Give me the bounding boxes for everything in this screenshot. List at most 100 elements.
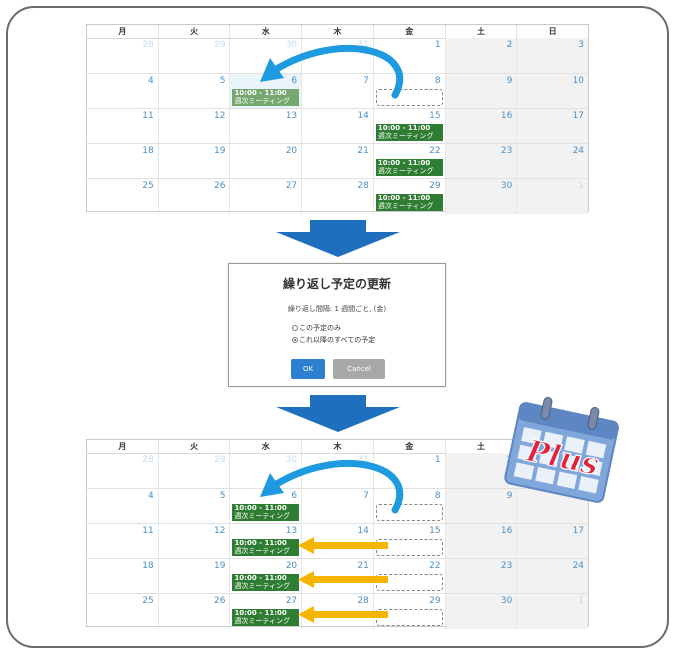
day-cell[interactable]: 25	[87, 594, 158, 629]
day-cell[interactable]: 26	[157, 594, 230, 629]
day-cell[interactable]: 8	[372, 74, 445, 109]
down-arrow-icon	[276, 220, 400, 257]
day-cell[interactable]: 29	[157, 38, 230, 73]
day-cell[interactable]: 4	[87, 74, 158, 109]
day-number: 29	[429, 181, 441, 191]
radio-unchecked-icon[interactable]	[292, 325, 298, 331]
day-number: 8	[434, 491, 441, 501]
day-cell[interactable]: 2	[444, 38, 517, 73]
day-cell[interactable]: 17	[516, 524, 589, 559]
orange-arrow-head	[298, 571, 314, 588]
day-cell[interactable]: 24	[516, 144, 589, 179]
day-cell[interactable]: 18	[87, 559, 158, 594]
day-cell[interactable]: 19	[157, 559, 230, 594]
day-cell[interactable]: 1	[516, 594, 589, 629]
day-cell[interactable]: 25	[87, 179, 158, 214]
day-cell[interactable]: 28	[301, 594, 373, 629]
day-cell[interactable]: 30	[229, 453, 301, 488]
day-cell[interactable]: 4	[87, 489, 158, 524]
day-cell[interactable]: 28	[87, 38, 158, 73]
day-number: 20	[285, 146, 298, 156]
weekday-thu: 木	[301, 440, 373, 453]
day-cell[interactable]: 11	[87, 524, 158, 559]
day-number: 6	[291, 76, 298, 86]
day-cell[interactable]: 23	[444, 144, 517, 179]
day-cell[interactable]: 20	[229, 144, 301, 179]
day-cell[interactable]: 29	[157, 453, 230, 488]
day-cell[interactable]: 24	[516, 559, 589, 594]
event-title: 週次ミーティング	[234, 582, 291, 590]
day-cell[interactable]: 26	[157, 179, 230, 214]
day-cell[interactable]: 17	[516, 109, 589, 144]
option-this-label: この予定のみ	[299, 324, 341, 332]
day-cell[interactable]: 1	[372, 38, 445, 73]
ok-button[interactable]: OK	[291, 359, 325, 379]
day-cell[interactable]: 30	[444, 179, 517, 214]
event-time: 10:00 - 11:00	[377, 124, 431, 132]
day-number: 7	[363, 491, 369, 501]
day-cell[interactable]: 19	[157, 144, 230, 179]
orange-arrow-head	[298, 606, 314, 623]
event-time: 10:00 - 11:00	[377, 194, 431, 202]
day-cell[interactable]: 14	[301, 109, 373, 144]
event-time: 10:00 - 11:00	[234, 574, 287, 582]
day-cell[interactable]: 13	[229, 109, 301, 144]
day-cell[interactable]: 10	[516, 74, 589, 109]
radio-checked-icon[interactable]	[292, 337, 298, 343]
day-cell[interactable]: 7	[301, 489, 373, 524]
weekday-fri: 金	[372, 440, 445, 453]
option-all-label: これ以降のすべての予定	[299, 336, 376, 344]
day-cell[interactable]: 27	[229, 179, 301, 214]
day-cell[interactable]: 3	[516, 38, 589, 73]
day-number: 27	[285, 181, 298, 191]
day-cell[interactable]: 12	[157, 109, 230, 144]
day-cell[interactable]: 30	[444, 594, 517, 629]
event-title: 週次ミーティング	[234, 97, 291, 105]
day-cell[interactable]: 1	[516, 179, 589, 214]
day-cell[interactable]: 16	[444, 109, 517, 144]
event-time: 10:00 - 11:00	[234, 504, 287, 512]
day-cell[interactable]: 12	[157, 524, 230, 559]
day-number: 29	[429, 596, 441, 606]
day-cell[interactable]: 7	[301, 74, 373, 109]
cancel-button[interactable]: Cancel	[333, 359, 385, 379]
day-cell[interactable]: 21	[301, 559, 373, 594]
day-cell[interactable]: 21	[301, 144, 373, 179]
day-cell[interactable]: 5	[157, 489, 230, 524]
day-cell[interactable]: 28	[87, 453, 158, 488]
day-cell[interactable]: 5	[157, 74, 230, 109]
day-cell[interactable]: 1	[372, 453, 445, 488]
day-cell[interactable]: 28	[301, 179, 373, 214]
day-cell[interactable]: 9	[444, 74, 517, 109]
day-number: 1	[434, 40, 441, 50]
day-cell[interactable]: 9	[444, 489, 517, 524]
day-cell[interactable]: 18	[87, 144, 158, 179]
day-cell[interactable]: 8	[372, 489, 445, 524]
orange-shift-arrow	[312, 611, 388, 618]
day-cell[interactable]: 23	[444, 559, 517, 594]
option-all-following[interactable]: これ以降のすべての予定	[292, 335, 375, 345]
day-cell[interactable]: 16	[444, 524, 517, 559]
option-this-only[interactable]: この予定のみ	[292, 323, 341, 333]
day-number: 20	[285, 561, 298, 571]
day-cell[interactable]: 30	[229, 38, 301, 73]
day-cell[interactable]: 14	[301, 524, 373, 559]
day-cell[interactable]: 11	[87, 109, 158, 144]
